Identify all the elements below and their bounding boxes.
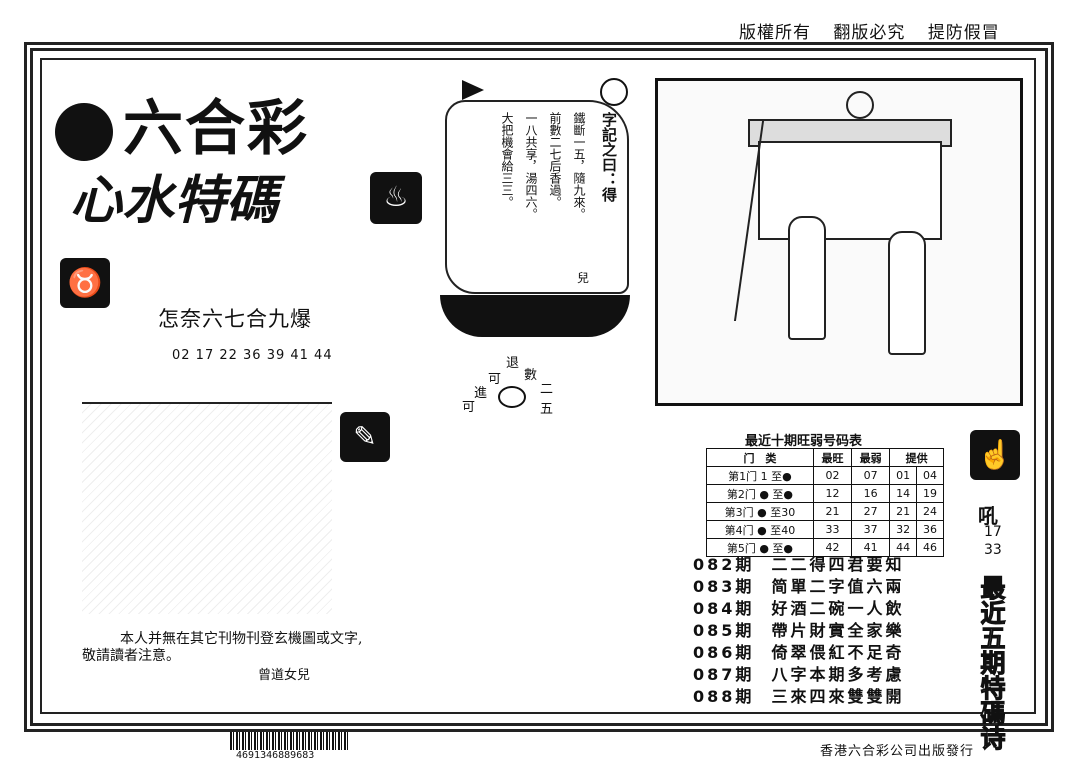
barcode-number: 4691346889683 <box>236 750 315 761</box>
sail-col-4: 大把機會給三三。 <box>500 112 514 208</box>
riddle-knot-icon <box>498 386 526 408</box>
sail-board: 字記之曰：得 鐵斷一五，隨九來。 前數二七后香過。 一八共享，湯四六。 大把機會… <box>445 100 629 294</box>
sun-icon <box>846 91 874 119</box>
boat-hull <box>440 295 630 337</box>
period-row: 087期 八字本期多考慮 <box>693 665 905 684</box>
table-title: 最近十期旺弱号码表 <box>745 434 863 449</box>
period-row: 082期 二二得四君要知 <box>693 555 905 574</box>
poem-line: 怎奈六七合九爆 <box>158 307 312 331</box>
riddle-char-7: 五 <box>540 402 554 417</box>
house <box>758 141 942 240</box>
person-right <box>888 231 926 355</box>
period-row: 083期 简單二字值六兩 <box>693 577 905 596</box>
riddle-char-1: 退 <box>506 356 520 371</box>
period-row: 086期 倚翠偎紅不足奇 <box>693 643 905 662</box>
pot-icon: ♨ <box>370 172 422 224</box>
side-vertical-title: 最近五期特碼诗 <box>977 575 1007 751</box>
sail-col-1: 鐵斷一五，隨九來。 <box>572 112 586 220</box>
outer-border <box>24 42 1054 732</box>
riddle-char-5: 進 <box>474 386 488 401</box>
riddle-char-6: 可 <box>462 400 476 415</box>
sail-signature: 兒 <box>576 271 589 285</box>
banana-tree <box>673 121 765 321</box>
rights-notice: 版權所有 翻版必究 提防假冒 <box>735 18 1012 44</box>
side-code: 吼 <box>978 504 998 528</box>
flag-icon <box>462 80 484 100</box>
blacksmith-illustration <box>82 402 332 614</box>
sub-title: 心水特碼 <box>70 171 279 231</box>
period-row: 088期 三來四來雙雙開 <box>693 687 905 706</box>
main-title: 六合彩 <box>55 80 309 167</box>
lantern-icon <box>600 78 628 106</box>
notice-sign: 曾道女兒 <box>258 668 311 683</box>
publisher: 香港六合彩公司出版發行 <box>820 744 975 759</box>
sail-col-3: 一八共享，湯四六。 <box>524 112 538 220</box>
rights-1: 版權所有 <box>735 23 815 44</box>
barcode <box>230 732 350 750</box>
riddle-char-4: 二 <box>540 382 554 397</box>
poem-numbers: 02 17 22 36 39 41 44 <box>172 348 333 363</box>
side-n2: 33 <box>984 542 1002 558</box>
title-blob-icon <box>55 103 113 162</box>
period-row: 084期 好酒二碗一人飲 <box>693 599 905 618</box>
bird-icon: ✎ <box>340 412 390 462</box>
village-illustration <box>655 78 1023 406</box>
sail-heading: 字記之曰：得 <box>600 112 618 202</box>
rights-3: 提防假冒 <box>923 23 1004 44</box>
notice-line2: 敬請讀者注意。 <box>82 648 180 664</box>
notice-line1: 本人并無在其它刊物刊登玄機圖或文字, <box>120 631 363 647</box>
ox-icon: ♉ <box>60 258 110 308</box>
rights-2: 翻版必究 <box>829 23 910 44</box>
period-row: 085期 帶片財實全家樂 <box>693 621 905 640</box>
table-header-row: 门 类 最旺 最弱 提供 <box>706 448 944 467</box>
riddle-char-3: 可 <box>488 372 502 387</box>
person-left <box>788 216 826 340</box>
side-n1: 17 <box>984 524 1002 540</box>
inner-border <box>40 58 1036 714</box>
riddle-char-2: 數 <box>524 368 538 383</box>
hand-icon: ☝ <box>970 430 1020 480</box>
sail-col-2: 前數二七后香過。 <box>548 112 562 208</box>
